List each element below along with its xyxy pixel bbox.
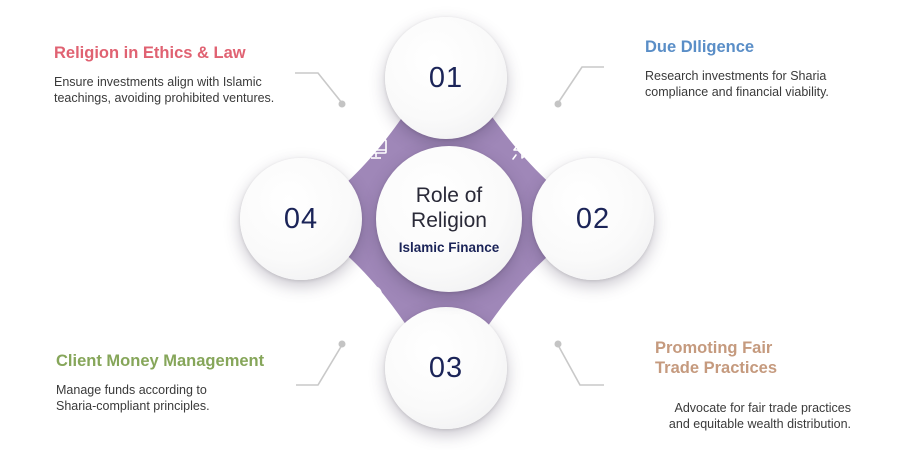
step-title-01: Religion in Ethics & Law — [54, 44, 246, 62]
step-number-01: 01 — [428, 61, 464, 94]
step-number-02: 02 — [575, 202, 611, 235]
connector-line-02 — [557, 66, 604, 104]
step-circle-04: 04 — [240, 158, 362, 280]
step-circle-03: 03 — [385, 307, 507, 429]
center-subtitle: Islamic Finance — [398, 240, 500, 255]
step-block-03: Client Money Management Manage funds acc… — [56, 351, 316, 414]
magnifier-icon — [366, 286, 386, 306]
connector-dot-01 — [338, 100, 346, 108]
step-title-04-line-1: Promoting Fair — [655, 339, 773, 357]
center-title-line-2: Religion — [411, 209, 487, 232]
rocket-icon — [512, 139, 533, 160]
step-circle-01: 01 — [385, 17, 507, 139]
connector-line-01 — [295, 72, 343, 104]
step-desc-02-line-1: Research investments for Sharia — [645, 69, 827, 83]
connector-line-04 — [557, 344, 604, 386]
step-title-03: Client Money Management — [56, 352, 265, 370]
step-block-02: Due DIligence Research investments for S… — [645, 37, 885, 100]
step-title-04-line-2: Trade Practices — [655, 359, 777, 377]
center-title-line-1: Role of — [415, 184, 483, 207]
step-block-01: Religion in Ethics & Law Ensure investme… — [54, 43, 314, 106]
step-circle-02: 02 — [532, 158, 654, 280]
step-desc-01: Ensure investments align with Islamic te… — [54, 74, 314, 106]
bar-chart-icon — [513, 287, 533, 306]
center-circle: Role of Religion Islamic Finance — [376, 146, 522, 292]
step-number-03: 03 — [428, 351, 464, 384]
step-desc-03-line-1: Manage funds according to — [56, 383, 207, 397]
connector-dot-02 — [554, 100, 562, 108]
step-block-04: Promoting Fair Trade Practices Advocate … — [655, 338, 895, 432]
step-title-02: Due DIligence — [645, 38, 755, 56]
step-desc-04-line-2: and equitable wealth distribution. — [668, 417, 851, 431]
monitor-icon — [365, 139, 387, 159]
step-desc-03: Manage funds according to Sharia-complia… — [56, 382, 316, 414]
connector-dot-04 — [554, 340, 562, 348]
step-desc-02-line-2: compliance and financial viability. — [645, 85, 829, 99]
connector-dot-03 — [338, 340, 346, 348]
step-desc-01-line-1: Ensure investments align with Islamic — [54, 75, 262, 89]
step-desc-01-line-2: teachings, avoiding prohibited ventures. — [54, 91, 275, 105]
step-desc-02: Research investments for Sharia complian… — [645, 68, 885, 100]
step-desc-03-line-2: Sharia-compliant principles. — [56, 399, 210, 413]
step-title-04: Promoting Fair Trade Practices — [655, 338, 895, 378]
step-desc-04-line-1: Advocate for fair trade practices — [674, 401, 851, 415]
connector-line-03 — [296, 344, 343, 386]
step-desc-04: Advocate for fair trade practices and eq… — [655, 400, 851, 432]
step-number-04: 04 — [283, 202, 319, 235]
